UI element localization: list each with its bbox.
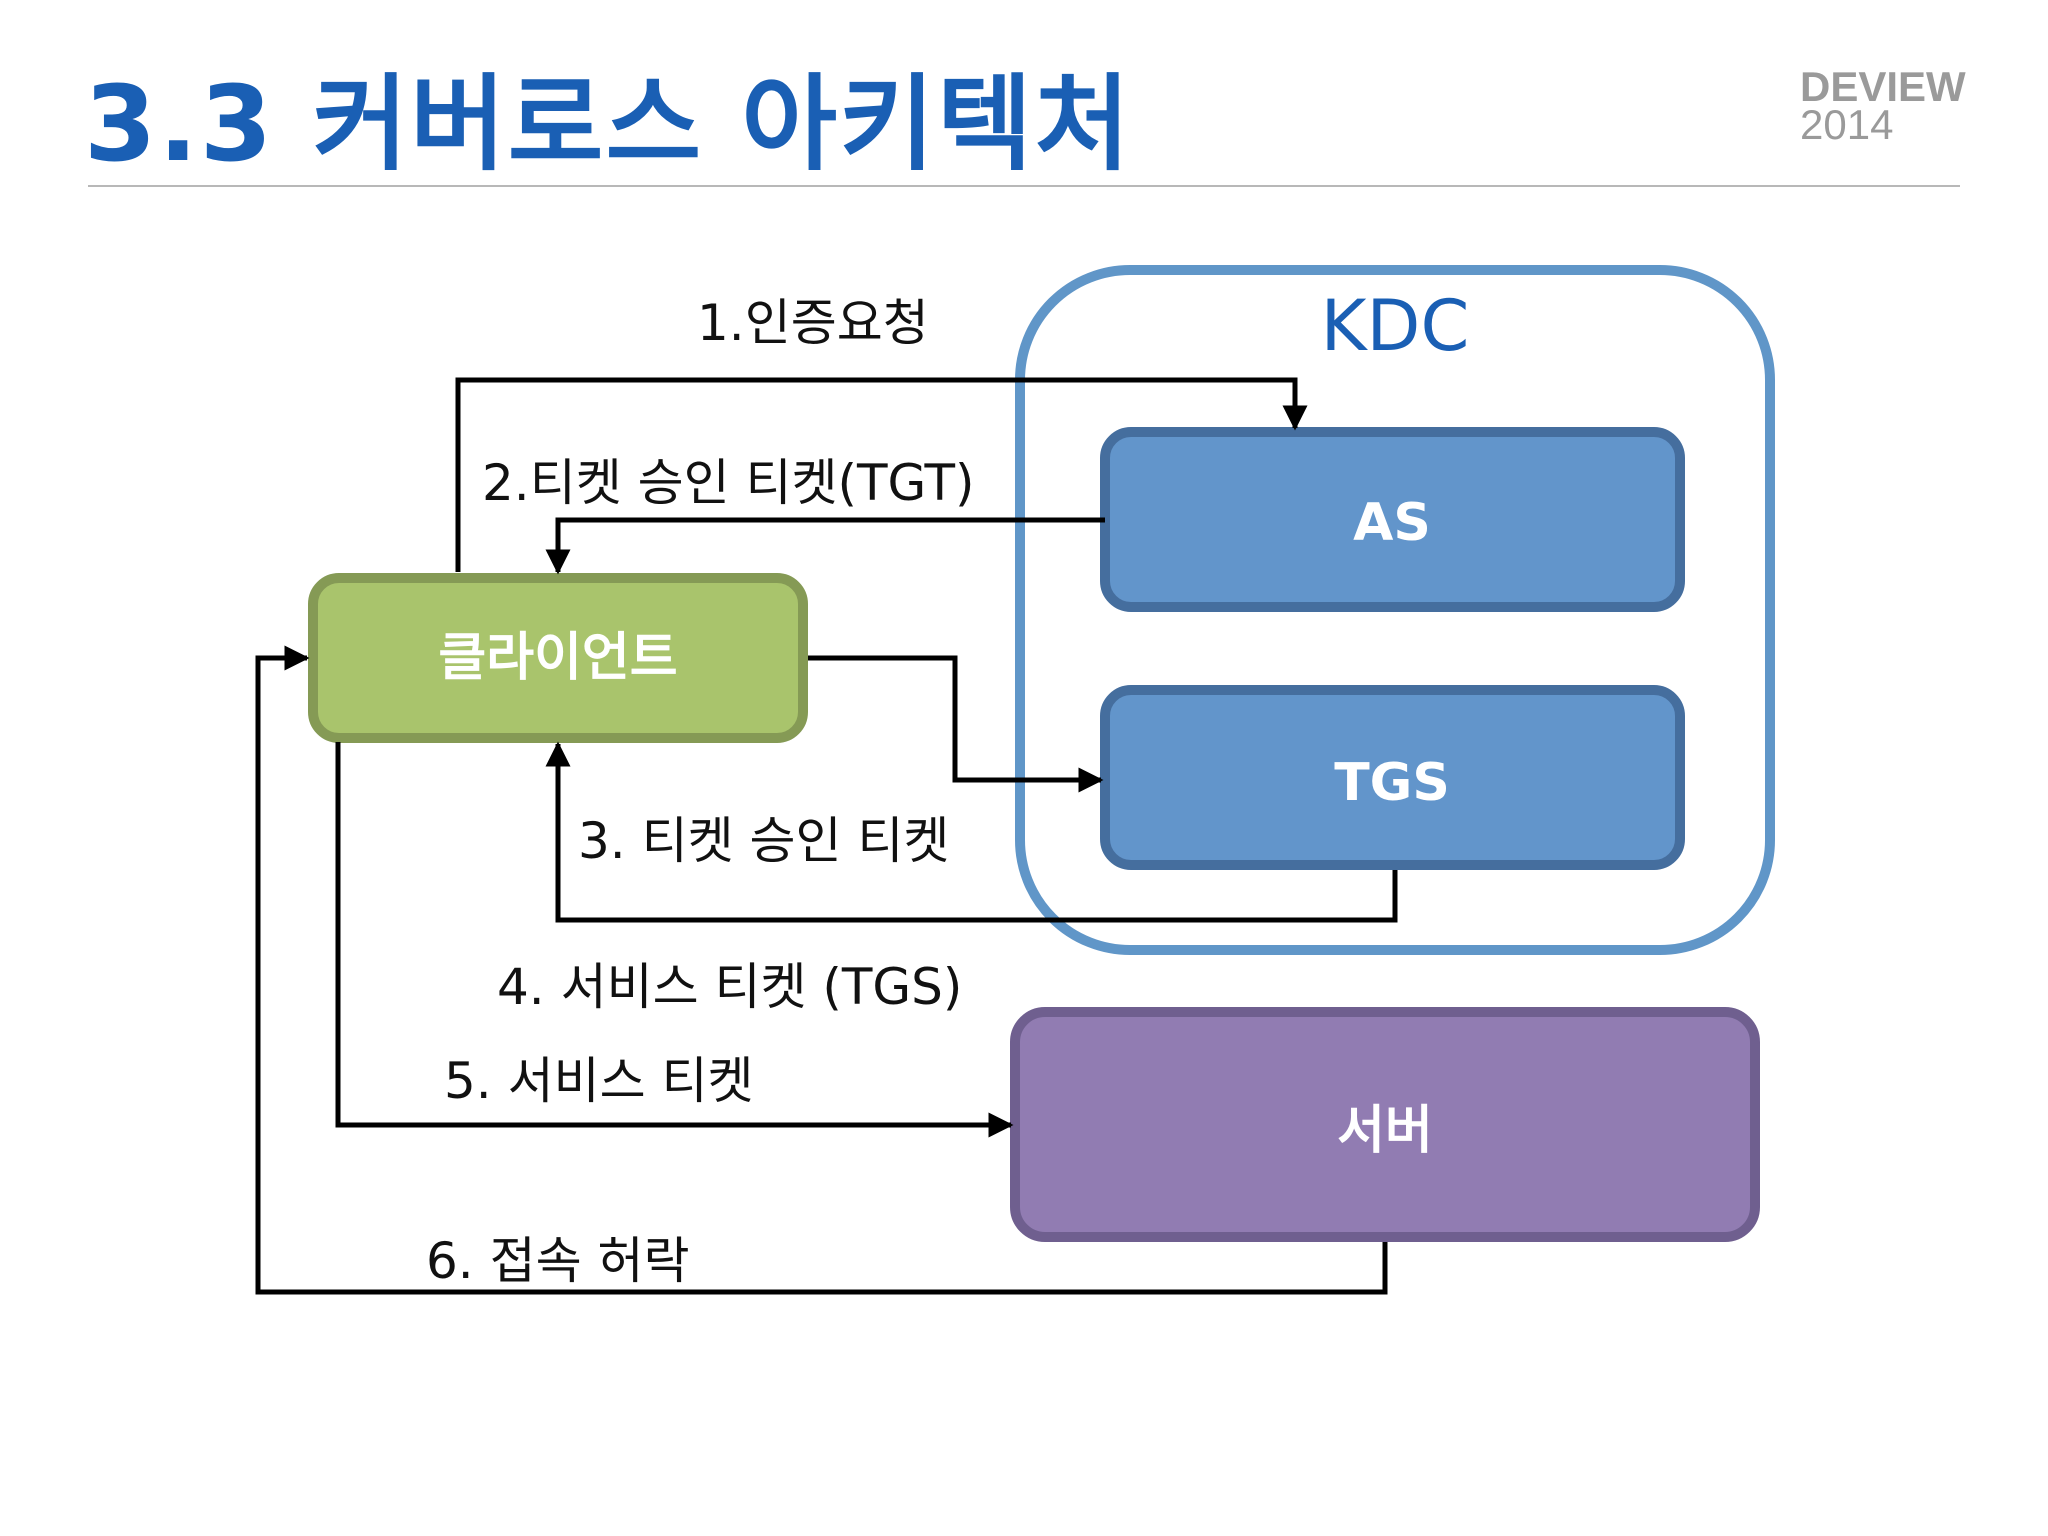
client-box bbox=[308, 573, 808, 743]
step-4-label: 4. 서비스 티켓 (TGS) bbox=[497, 958, 962, 1016]
step-1-label: 1.인증요청 bbox=[697, 294, 929, 352]
step-3-label: 3. 티켓 승인 티켓 bbox=[578, 812, 949, 870]
arrow-2-tgt bbox=[545, 517, 1105, 575]
server-box bbox=[1010, 1007, 1760, 1242]
arrow-3-ticket bbox=[545, 741, 1398, 923]
kdc-label: KDC bbox=[1321, 285, 1470, 367]
logo-line1: DEVIEW bbox=[1800, 63, 1966, 110]
title-divider bbox=[88, 185, 1960, 187]
tgs-label: TGS bbox=[1334, 753, 1450, 813]
deview-logo: DEVIEW 2014 bbox=[1800, 63, 1966, 148]
step-6-label: 6. 접속 허락 bbox=[426, 1232, 690, 1290]
arrow-6-access-granted bbox=[255, 645, 1388, 1295]
client-label: 클라이언트 bbox=[438, 628, 677, 688]
server-label: 서버 bbox=[1337, 1101, 1433, 1161]
arrow-1-auth-request bbox=[455, 377, 1308, 572]
step-5-label: 5. 서비스 티켓 bbox=[444, 1052, 754, 1110]
page-title: 3.3 커버로스 아키텍처 bbox=[84, 63, 1133, 185]
arrow-4-service-ticket-request bbox=[808, 655, 1104, 793]
logo-line2: 2014 bbox=[1800, 101, 1894, 148]
arrow-5-service-ticket bbox=[335, 742, 1014, 1138]
tgs-box bbox=[1100, 685, 1685, 870]
step-2-label: 2.티켓 승인 티켓(TGT) bbox=[482, 454, 975, 512]
kdc-container bbox=[1015, 265, 1775, 955]
as-label: AS bbox=[1353, 493, 1431, 553]
